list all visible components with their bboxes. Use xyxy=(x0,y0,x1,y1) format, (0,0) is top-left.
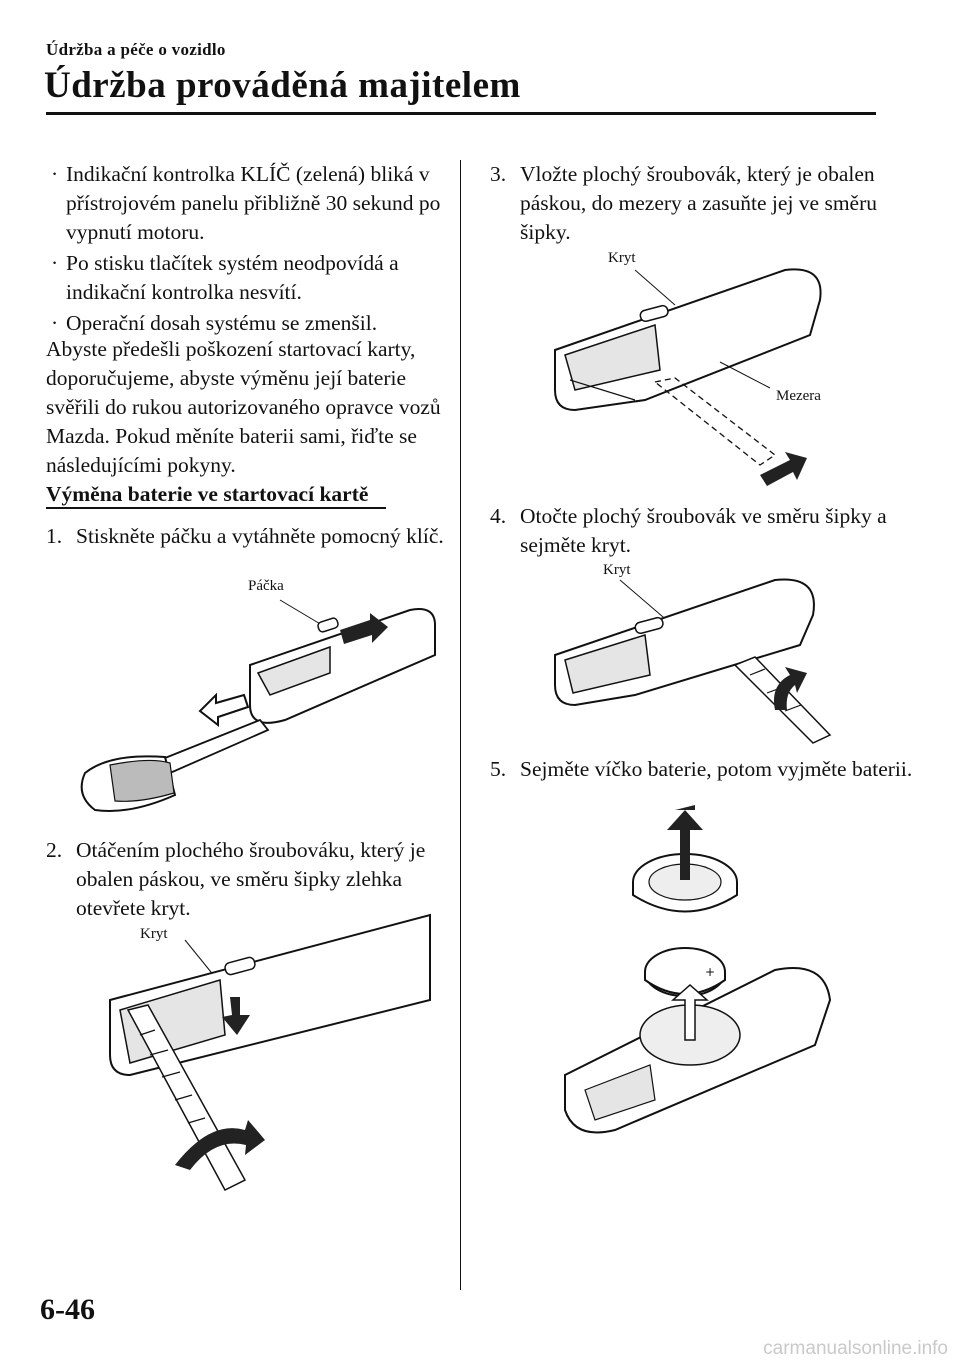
key-lever-illustration xyxy=(80,599,436,812)
step-text: Vložte plochý šroubovák, který je obalen… xyxy=(520,162,878,244)
bullet-dot: · xyxy=(51,162,59,186)
label-kryt: Kryt xyxy=(140,926,168,942)
screwdriver-open-illustration xyxy=(109,913,431,1191)
label-kryt: Kryt xyxy=(608,250,636,266)
step-text: Sejměte víčko baterie, potom vyjměte bat… xyxy=(520,757,913,781)
screwdriver-insert-illustration xyxy=(554,268,822,486)
bullet-item: · Po stisku tlačítek systém neodpovídá a… xyxy=(46,249,446,307)
page-number: 6-46 xyxy=(40,1293,95,1326)
step-1: 1. Stiskněte páčku a vytáhněte pomocný k… xyxy=(46,522,466,551)
column-divider xyxy=(460,160,461,1290)
step-2: 2. Otáčením plochého šroubováku, který j… xyxy=(46,836,466,923)
step-5: 5. Sejměte víčko baterie, potom vyjměte … xyxy=(490,755,920,784)
bullet-text: Indikační kontrolka KLÍČ (zelená) bliká … xyxy=(66,162,441,244)
label-mezera: Mezera xyxy=(776,388,821,404)
step-text: Otočte plochý šroubovák ve směru šipky a… xyxy=(520,504,887,557)
page-title: Údržba prováděná majitelem xyxy=(44,65,521,106)
bullet-item: · Indikační kontrolka KLÍČ (zelená) blik… xyxy=(46,160,446,247)
step-text: Stiskněte páčku a vytáhněte pomocný klíč… xyxy=(76,524,444,548)
screwdriver-twist-illustration xyxy=(554,578,832,744)
bullet-dot: · xyxy=(51,251,59,275)
bullet-dot: · xyxy=(51,311,59,335)
bullet-text: Po stisku tlačítek systém neodpovídá a i… xyxy=(66,251,399,304)
bullet-text: Operační dosah systému se zmenšil. xyxy=(66,311,378,335)
label-packa: Páčka xyxy=(248,578,284,594)
intro-paragraph: Abyste předešli poškození startovací kar… xyxy=(46,337,441,477)
title-rule xyxy=(46,112,876,115)
step-number: 4. xyxy=(490,504,507,528)
section-kicker: Údržba a péče o vozidlo xyxy=(46,40,226,59)
step-number: 5. xyxy=(490,757,507,781)
bullet-list: · Indikační kontrolka KLÍČ (zelená) blik… xyxy=(46,160,446,340)
step-4: 4. Otočte plochý šroubovák ve směru šipk… xyxy=(490,502,920,560)
bullet-item: · Operační dosah systému se zmenšil. xyxy=(46,309,446,338)
watermark: carmanualsonline.info xyxy=(763,1338,948,1359)
subheading: Výměna baterie ve startovací kartě xyxy=(46,482,369,506)
label-kryt: Kryt xyxy=(603,562,631,578)
step-number: 1. xyxy=(46,524,63,548)
svg-text:+: + xyxy=(705,965,715,979)
step-number: 3. xyxy=(490,162,507,186)
step-3: 3. Vložte plochý šroubovák, který je oba… xyxy=(490,160,920,247)
battery-removal-illustration: + xyxy=(564,805,832,1134)
step-text: Otáčením plochého šroubováku, který je o… xyxy=(76,838,426,920)
subheading-underline xyxy=(46,507,386,509)
step-number: 2. xyxy=(46,838,63,862)
